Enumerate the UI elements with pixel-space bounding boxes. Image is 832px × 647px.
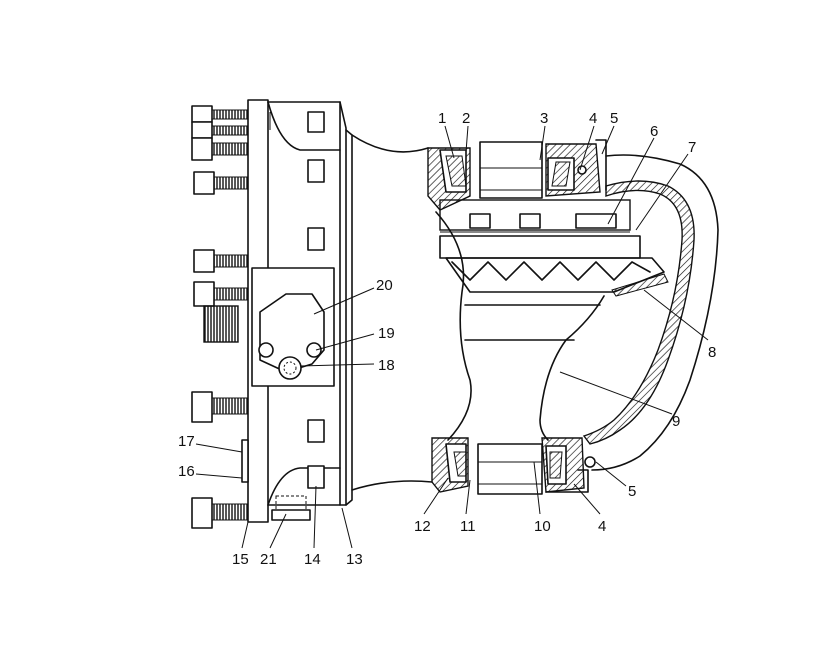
washer-16-17	[241, 439, 249, 483]
leader-lines	[195, 125, 709, 549]
callout-4-top: 4	[589, 110, 597, 127]
callout-19: 19	[378, 325, 395, 342]
callout-18: 18	[378, 357, 395, 374]
callout-15: 15	[232, 551, 249, 568]
callout-8: 8	[708, 344, 716, 361]
callout-11: 11	[460, 518, 476, 535]
ring-gear-bolts	[439, 199, 631, 233]
callout-6: 6	[650, 123, 658, 140]
callout-7: 7	[688, 139, 696, 156]
left-bolt-stack	[191, 105, 249, 529]
spline-stub	[203, 305, 239, 343]
callout-20: 20	[376, 277, 393, 294]
bolt-top-4	[193, 171, 249, 195]
callout-labels: 1 2 3 4 5 6 7 8 9 20 19 18 17 16 15 21 1…	[178, 110, 716, 568]
callout-14: 14	[304, 551, 321, 568]
top-bearing	[427, 139, 607, 211]
bolt-top-2	[191, 121, 249, 139]
callout-13: 13	[346, 551, 363, 568]
callout-12: 12	[414, 518, 431, 535]
bolt-mid-1	[193, 249, 249, 273]
ring-gear	[439, 235, 669, 297]
adapter-plate	[251, 267, 335, 387]
callout-1: 1	[438, 110, 446, 127]
callout-2: 2	[462, 110, 470, 127]
outer-cover	[582, 154, 719, 471]
callout-17: 17	[178, 433, 195, 450]
callout-3: 3	[540, 110, 548, 127]
callout-4-bottom: 4	[598, 518, 606, 535]
slot-21	[271, 495, 311, 521]
callout-21: 21	[260, 551, 277, 568]
callout-9: 9	[672, 413, 680, 430]
callout-5-top: 5	[610, 110, 618, 127]
flange-plate	[247, 99, 353, 523]
central-housing	[351, 134, 605, 491]
callout-10: 10	[534, 518, 551, 535]
bolt-mid-2	[193, 281, 249, 307]
callout-16: 16	[178, 463, 195, 480]
bolt-low-2	[191, 497, 249, 529]
callout-5-bottom: 5	[628, 483, 636, 500]
bolt-top-3	[191, 137, 249, 161]
bolt-top-1	[191, 105, 249, 123]
bolt-low-1	[191, 391, 249, 423]
bottom-bearing	[431, 437, 596, 495]
